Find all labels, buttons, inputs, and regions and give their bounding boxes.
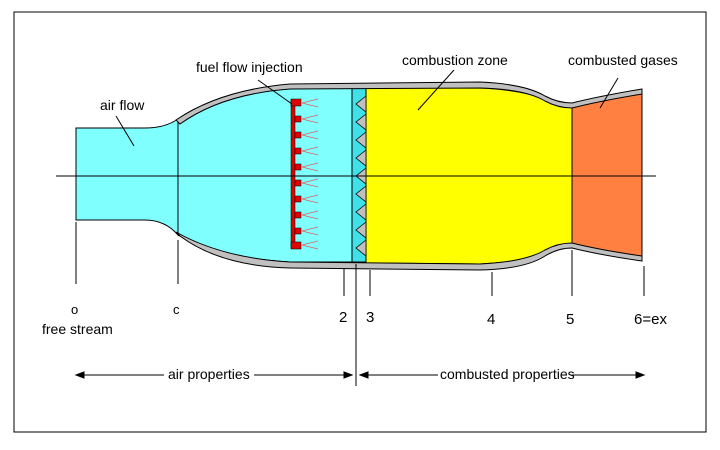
combusted-properties-arrow (358, 371, 646, 379)
air-properties-label: air properties (168, 366, 250, 382)
station-4-label: 4 (487, 311, 495, 328)
station-5-label: 5 (566, 311, 574, 328)
air-flow-label: air flow (100, 97, 145, 113)
freestream-air-region (75, 118, 179, 237)
station-6-label: 6=ex (634, 311, 667, 328)
station-2-label: 2 (339, 309, 347, 326)
leader-lines (115, 69, 619, 147)
fuel-injectors (290, 98, 319, 250)
combusted-gases-label: combusted gases (568, 52, 678, 68)
flameholder-vgutters (355, 95, 367, 257)
station-ticks (75, 222, 645, 386)
combustion-zone-label: combustion zone (402, 52, 508, 68)
upper-wall (175, 81, 643, 125)
air-properties-arrow (74, 371, 354, 379)
combusted-properties-label: combusted properties (440, 366, 575, 382)
exhaust-region (571, 92, 643, 258)
diffuser-air-region (177, 86, 353, 263)
fuel-flow-injection-label: fuel flow injection (196, 59, 303, 75)
station-3-label: 3 (366, 309, 374, 326)
free-stream-label: free stream (42, 321, 113, 337)
station-0-label: o (71, 302, 78, 317)
lower-wall (175, 231, 643, 271)
station-c-label: c (173, 302, 180, 317)
